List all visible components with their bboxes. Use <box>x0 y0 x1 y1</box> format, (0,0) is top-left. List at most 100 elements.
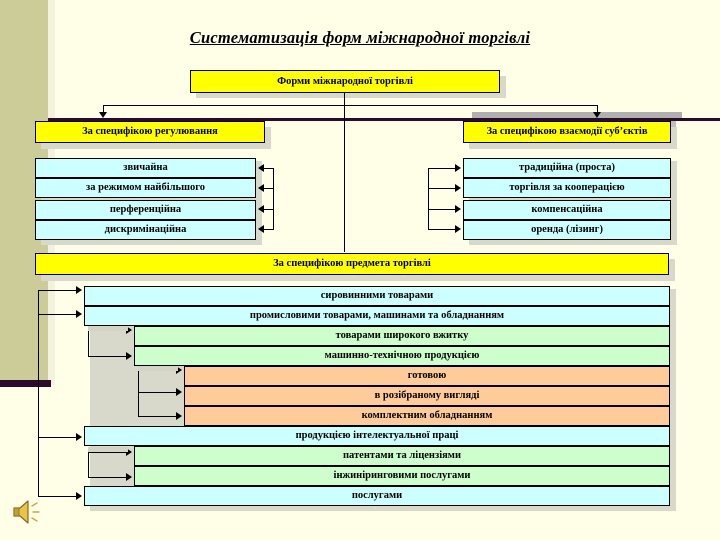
subject-feed-10 <box>38 496 76 498</box>
list-item-regulation-1[interactable]: за режимом найбільшого <box>35 178 256 198</box>
list-item-subject-0[interactable]: сировинними товарами <box>84 286 670 306</box>
regulation-feed-3 <box>264 229 274 231</box>
subject-arrow-10 <box>76 492 82 500</box>
list-item-subject-10-label: послугами <box>351 490 403 502</box>
branch-head-subject[interactable]: За специфікою предмета торгівлі <box>35 253 669 275</box>
list-item-interaction-3[interactable]: оренда (лізинг) <box>463 220 671 240</box>
subject-arrow-6 <box>176 412 182 420</box>
list-item-subject-7-label: продукцією інтелектуальної праці <box>295 430 459 442</box>
horizontal-accent-rule <box>48 118 720 121</box>
list-item-interaction-2-label: компенсаційна <box>531 204 603 216</box>
list-item-subject-2-label: товарами широкого вжитку <box>335 330 469 342</box>
branch-arrow-left <box>99 112 107 118</box>
list-item-regulation-3-label: дискримінаційна <box>104 224 187 236</box>
nested-stub-a <box>88 326 128 331</box>
list-item-regulation-0[interactable]: звичайна <box>35 158 256 178</box>
subject-arrow-2 <box>126 326 132 334</box>
branch-head-subject-label: За специфікою предмета торгівлі <box>273 258 431 270</box>
interaction-bus <box>428 168 430 230</box>
subject-feed-8 <box>88 452 126 454</box>
list-item-subject-4[interactable]: готовою <box>184 366 670 386</box>
list-item-subject-5[interactable]: в розібраному вигляді <box>184 386 670 406</box>
speaker-icon[interactable] <box>10 497 50 527</box>
list-item-regulation-2-label: перференційна <box>109 204 182 216</box>
list-item-interaction-3-label: оренда (лізинг) <box>531 224 603 236</box>
list-item-interaction-0-label: традиційна (проста) <box>518 162 615 174</box>
regulation-arrow-0 <box>258 164 264 172</box>
list-item-subject-0-label: сировинними товарами <box>320 290 434 302</box>
interaction-feed-0 <box>428 168 455 170</box>
branch-head-regulation-label: За специфікою регулювання <box>82 126 218 138</box>
branch-head-regulation[interactable]: За специфікою регулювання <box>35 121 265 143</box>
nested-stub-c <box>88 447 128 452</box>
interaction-feed-1 <box>428 188 455 190</box>
root-stem <box>344 93 346 106</box>
list-item-subject-10[interactable]: послугами <box>84 486 670 506</box>
subject-feed-5 <box>138 392 176 394</box>
root-box[interactable]: Форми міжнародної торгівлі <box>190 70 500 93</box>
subject-arrow-8 <box>126 448 132 456</box>
left-accent-bar <box>0 380 51 387</box>
list-item-subject-1[interactable]: промисловими товарами, машинами та облад… <box>84 306 670 326</box>
subject-arrow-5 <box>176 388 182 396</box>
subject-feed-7 <box>38 437 76 439</box>
branch-arrow-right <box>593 112 601 118</box>
branch-drop-left <box>103 105 105 114</box>
interaction-arrow-1 <box>455 184 461 192</box>
interaction-feed-3 <box>428 229 455 231</box>
list-item-subject-5-label: в розібраному вигляді <box>374 390 480 402</box>
nested-stub-b <box>138 366 178 371</box>
regulation-feed-2 <box>264 209 274 211</box>
subject-arrow-0 <box>76 286 82 294</box>
list-item-interaction-1[interactable]: торгівля за кооперацією <box>463 178 671 198</box>
subject-arrow-9 <box>126 473 132 481</box>
list-item-subject-1-label: промисловими товарами, машинами та облад… <box>249 310 505 322</box>
branch-head-interaction[interactable]: За специфікою взаємодії суб’єктів <box>463 121 671 143</box>
list-item-subject-9-label: інжиніринговими послугами <box>333 470 471 482</box>
regulation-feed-1 <box>264 188 274 190</box>
list-item-subject-8[interactable]: патентами та ліцензіями <box>134 446 670 466</box>
subject-feed-3 <box>88 356 126 358</box>
root-spread-line <box>103 105 597 107</box>
interaction-arrow-3 <box>455 225 461 233</box>
list-item-regulation-1-label: за режимом найбільшого <box>86 182 205 194</box>
root-box-label: Форми міжнародної торгівлі <box>277 75 413 87</box>
subject-arrow-3 <box>126 352 132 360</box>
interaction-arrow-2 <box>455 205 461 213</box>
regulation-feed-0 <box>264 168 274 170</box>
subject-level3-bus <box>138 370 140 417</box>
branch-drop-right <box>597 105 599 114</box>
regulation-arrow-3 <box>258 225 264 233</box>
regulation-arrow-1 <box>258 184 264 192</box>
subject-arrow-4 <box>176 366 182 374</box>
list-item-subject-6[interactable]: комплектним обладнанням <box>184 406 670 426</box>
list-item-subject-3-label: машинно-технічною продукцією <box>324 350 480 362</box>
subject-level2-bus-a <box>88 330 90 357</box>
subject-level2-bus-b <box>88 452 90 478</box>
list-item-interaction-1-label: торгівля за кооперацією <box>509 182 625 194</box>
list-item-interaction-0[interactable]: традиційна (проста) <box>463 158 671 178</box>
branch-head-interaction-label: За специфікою взаємодії суб’єктів <box>486 126 648 138</box>
subject-level1-bus <box>38 290 40 496</box>
regulation-bus <box>273 168 275 230</box>
list-item-interaction-2[interactable]: компенсаційна <box>463 200 671 220</box>
interaction-feed-2 <box>428 209 455 211</box>
page-title: Систематизація форм міжнародної торгівлі <box>189 28 531 47</box>
subject-feed-9 <box>88 477 126 479</box>
list-item-regulation-2[interactable]: перференційна <box>35 200 256 220</box>
list-item-regulation-0-label: звичайна <box>123 162 168 174</box>
subject-feed-1 <box>38 314 76 316</box>
regulation-arrow-2 <box>258 205 264 213</box>
list-item-regulation-3[interactable]: дискримінаційна <box>35 220 256 240</box>
interaction-arrow-0 <box>455 164 461 172</box>
subject-arrow-1 <box>76 310 82 318</box>
list-item-subject-9[interactable]: інжиніринговими послугами <box>134 466 670 486</box>
list-item-subject-7[interactable]: продукцією інтелектуальної праці <box>84 426 670 446</box>
list-item-subject-3[interactable]: машинно-технічною продукцією <box>134 346 670 366</box>
subject-feed-0 <box>38 290 76 292</box>
list-item-subject-8-label: патентами та ліцензіями <box>342 450 461 462</box>
list-item-subject-6-label: комплектним обладнанням <box>361 410 493 422</box>
subject-arrow-7 <box>76 433 82 441</box>
list-item-subject-2[interactable]: товарами широкого вжитку <box>134 326 670 346</box>
